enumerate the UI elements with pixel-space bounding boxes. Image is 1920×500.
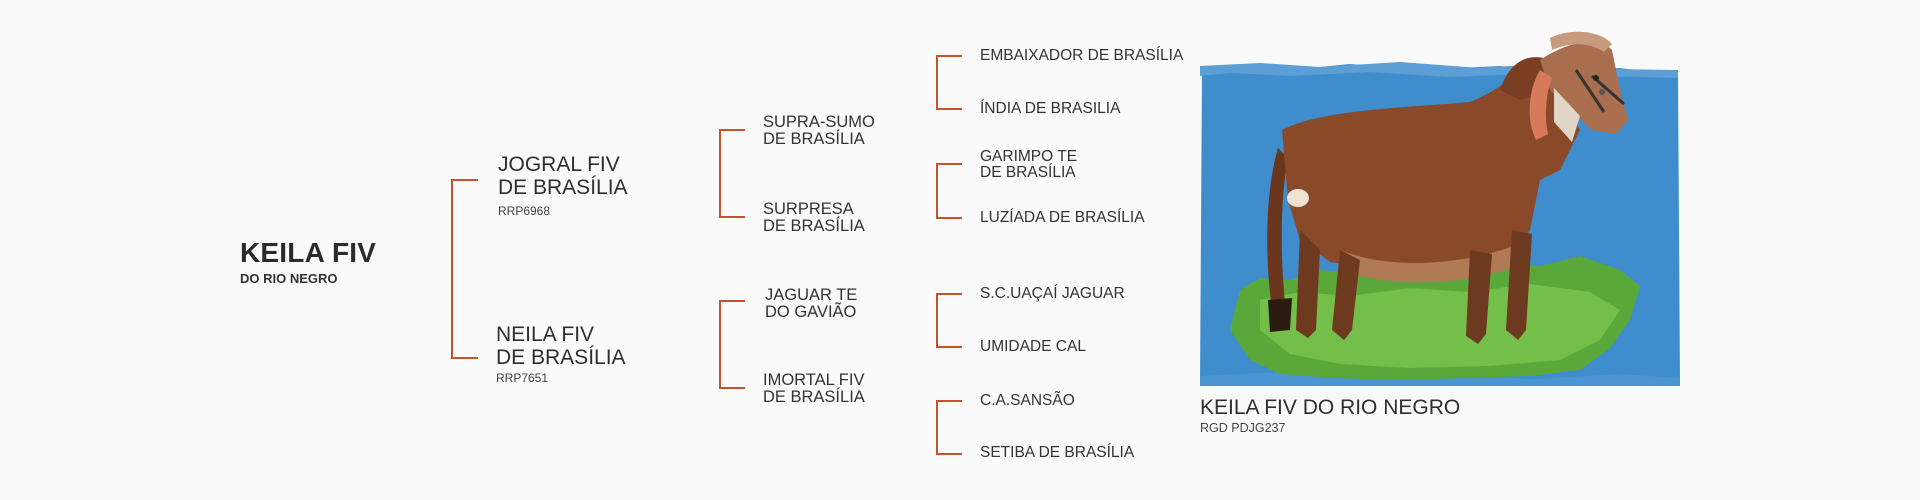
bracket-dam-bottom (719, 387, 745, 389)
bracket-gg1-vertical (936, 56, 938, 110)
bracket-parents-top (451, 179, 478, 181)
great-grandparent-3-line2: DE BRASÍLIA (980, 164, 1076, 181)
dam-name-line1: NEILA FIV (496, 323, 595, 346)
bracket-sire-bottom (719, 216, 745, 218)
grandsire-paternal-line2: DE BRASÍLIA (763, 130, 865, 148)
great-grandparent-8: SETIBA DE BRASÍLIA (980, 444, 1135, 461)
granddam-paternal: SURPRESA DE BRASÍLIA (763, 201, 865, 235)
great-grandparent-6: UMIDADE CAL (980, 338, 1086, 355)
dam-name-line2: DE BRASÍLIA (496, 346, 626, 369)
granddam-maternal-line2: DE BRASÍLIA (763, 388, 865, 406)
photo-caption: KEILA FIV DO RIO NEGRO (1200, 396, 1461, 419)
sire-block: JOGRAL FIV DE BRASÍLIA RRP6968 (498, 153, 628, 218)
bracket-gg3-bottom (936, 346, 962, 348)
great-grandparent-1: EMBAIXADOR DE BRASÍLIA (980, 47, 1184, 64)
dam-registration: RRP7651 (496, 371, 549, 385)
cattle-illustration (1200, 31, 1680, 386)
animal-name-block: KEILA FIV DO RIO NEGRO (240, 237, 377, 287)
grandsire-maternal: JAGUAR TE DO GAVIÃO (765, 287, 857, 321)
great-grandparent-3: GARIMPO TE DE BRASÍLIA (980, 149, 1077, 181)
great-grandparent-4: LUZÍADA DE BRASÍLIA (980, 209, 1145, 226)
bracket-gg1-top (936, 55, 962, 57)
bracket-gg4-vertical (936, 401, 938, 455)
animal-subtitle: DO RIO NEGRO (240, 271, 338, 286)
grandsire-paternal-line1: SUPRA-SUMO (763, 113, 875, 131)
granddam-maternal-line1: IMORTAL FIV (763, 371, 865, 389)
bracket-gg4-bottom (936, 453, 962, 455)
bracket-dam-vertical (719, 301, 721, 389)
bracket-parents-bottom (451, 357, 478, 359)
bracket-gg2-top (936, 163, 962, 165)
bracket-gg3-top (936, 293, 962, 295)
animal-name: KEILA FIV (240, 237, 377, 268)
great-grandparent-2: ÍNDIA DE BRASILIA (980, 100, 1121, 117)
photo-caption-block: KEILA FIV DO RIO NEGRO RGD PDJG237 (1200, 396, 1460, 435)
great-grandparent-3-line1: GARIMPO TE (980, 148, 1078, 165)
granddam-paternal-line1: SURPRESA (763, 200, 854, 218)
great-grandparent-5: S.C.UAÇAÍ JAGUAR (980, 285, 1125, 302)
bracket-dam-top (719, 300, 745, 302)
granddam-paternal-line2: DE BRASÍLIA (763, 217, 865, 235)
photo-registration: RGD PDJG237 (1200, 421, 1286, 435)
bracket-sire-top (719, 129, 745, 131)
great-grandparent-7: C.A.SANSÃO (980, 392, 1075, 409)
bracket-sire-vertical (719, 130, 721, 218)
bracket-gg2-vertical (936, 164, 938, 219)
cattle-photo (1200, 30, 1680, 390)
bracket-gg1-bottom (936, 108, 962, 110)
bracket-gg3-vertical (936, 294, 938, 348)
sire-name-line1: JOGRAL FIV (498, 153, 620, 176)
bracket-parents-vertical (451, 180, 453, 359)
grandsire-paternal: SUPRA-SUMO DE BRASÍLIA (763, 114, 875, 148)
bracket-gg2-bottom (936, 217, 962, 219)
sire-registration: RRP6968 (498, 204, 551, 218)
grandsire-maternal-line2: DO GAVIÃO (765, 303, 857, 321)
grandsire-maternal-line1: JAGUAR TE (765, 286, 858, 304)
granddam-maternal: IMORTAL FIV DE BRASÍLIA (763, 372, 865, 406)
bracket-gg4-top (936, 400, 962, 402)
dam-block: NEILA FIV DE BRASÍLIA RRP7651 (496, 323, 626, 385)
sire-name-line2: DE BRASÍLIA (498, 176, 628, 199)
